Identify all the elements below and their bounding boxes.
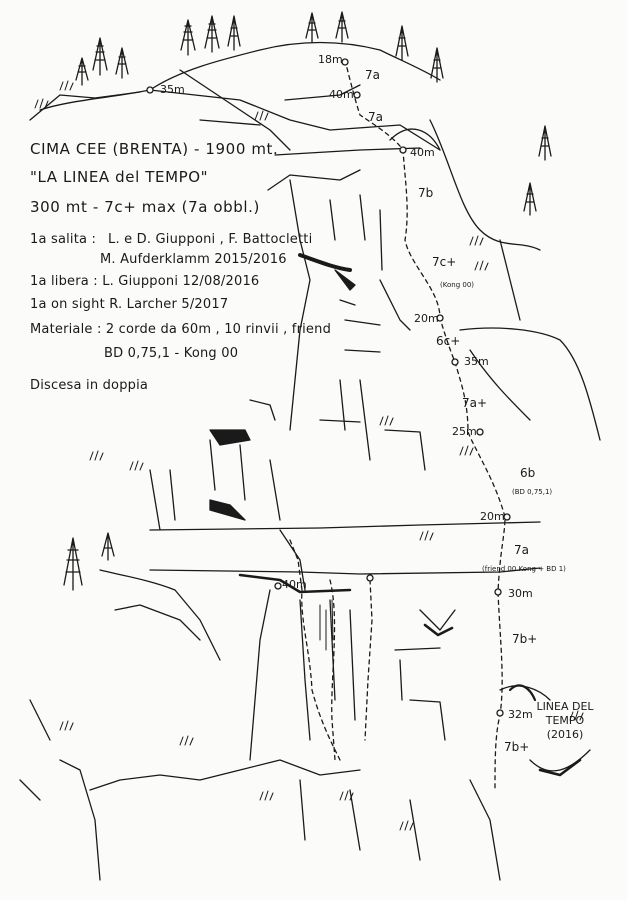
pitch-grade: 6b [520,466,536,480]
pitch-grade: 7b+ [512,632,538,646]
route-line-main [344,59,506,791]
pitch-grade: 7a [514,543,529,557]
topo-title: CIMA CEE (BRENTA) - 1900 mt. [30,140,279,158]
pitch-grade: 7b [418,186,434,200]
summit-trees [63,11,552,591]
pitch-grade: 7a [368,110,383,124]
pitch-gear-note: (BD 0,75,1) [512,488,553,496]
length-grade: 300 mt - 7c+ max (7a obbl.) [30,198,260,216]
pitch-label: 40m [410,146,435,159]
pitch-gear-note: (friend 00 Kong + BD 1) [482,565,566,573]
ledge-1 [149,521,541,531]
first-free-ascent: 1a libera : L. Giupponi 12/08/2016 [30,274,260,289]
pitch-label: 32m [508,708,533,721]
pitch-label: 20m [480,510,505,523]
pitch-grade: 7c+ [432,255,457,269]
pitch-label: 25m [452,425,477,438]
route-name-line-2: TEMPO [545,714,585,727]
pitch-label: 30m [508,587,533,600]
route-name-label: LINEA DEL TEMPO (2016) [532,700,598,742]
pitch-grade: 7a [365,68,380,82]
pitch-grade: 7b+ [504,740,530,754]
descent-note: Discesa in doppia [30,378,149,393]
pitch-label: 20m [414,312,439,325]
first-ascent-line-1: L. e D. Giupponi , F. Battocletti [108,232,313,247]
pitch-gear-note: (Kong 00) [440,281,474,289]
first-ascent-label: 1a salita : [30,232,97,247]
pitch-label: 40m [282,578,307,591]
pitch-label: 35m [464,355,489,368]
first-onsight: 1a on sight R. Larcher 5/2017 [30,297,229,312]
route-name-line-1: LINEA DEL [536,700,594,713]
pitch-label: 18m [318,53,343,66]
route-line-left [289,539,341,761]
route-quote-title: "LA LINEA del TEMPO" [30,168,209,186]
material-line-2: BD 0,75,1 - Kong 00 [104,346,239,361]
pitch-grade: 6c+ [436,334,461,348]
pitch-label: 40m [329,88,354,101]
belay-stations [146,58,511,717]
route-name-year: (2016) [546,728,584,741]
pitch-label: 35m [160,83,185,96]
first-ascent-line-2: M. Aufderklamm 2015/2016 [100,252,287,267]
material-line-1: Materiale : 2 corde da 60m , 10 rinvii ,… [30,322,332,337]
pitch-grade: 7a+ [462,396,488,410]
